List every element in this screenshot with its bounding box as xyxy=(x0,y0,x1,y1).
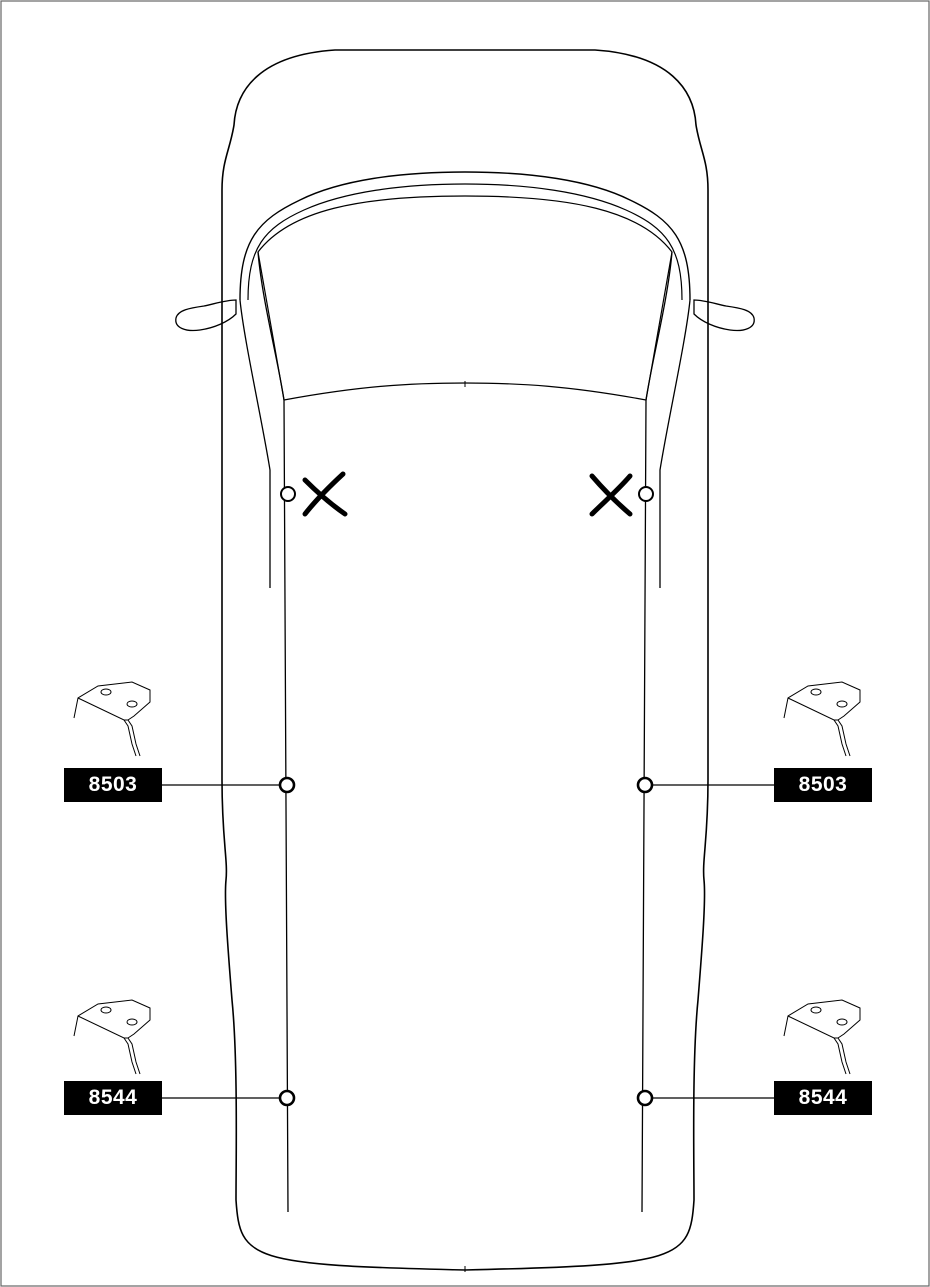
part-label-front-left: 8503 xyxy=(64,768,162,802)
cross-mark-icon xyxy=(302,471,348,517)
bracket-icon xyxy=(783,681,861,757)
part-label-rear-right: 8544 xyxy=(774,1081,872,1115)
part-label-front-right: 8503 xyxy=(774,768,872,802)
right-pillar-line xyxy=(659,299,691,588)
left-roof-rail xyxy=(257,251,289,1213)
windshield-inner-frame xyxy=(247,183,683,301)
left-pillar-line xyxy=(239,299,271,588)
windshield-glass xyxy=(257,195,673,401)
cross-mark-icon xyxy=(589,473,633,517)
vehicle-body-outline xyxy=(221,49,709,1271)
mount-point-rear-right-lower xyxy=(636,1089,654,1107)
front-right-point-excluded xyxy=(638,486,654,502)
mount-point-front-right xyxy=(636,776,654,794)
front-left-point-excluded xyxy=(280,486,296,502)
bracket-icon xyxy=(783,999,861,1075)
left-mirror xyxy=(175,299,237,332)
right-roof-rail xyxy=(641,251,673,1213)
part-label-rear-left: 8544 xyxy=(64,1081,162,1115)
bracket-icon xyxy=(73,681,151,757)
mount-point-rear-left-lower xyxy=(278,1089,296,1107)
bracket-icon xyxy=(73,999,151,1075)
mount-point-front-left xyxy=(278,776,296,794)
windshield-outer-frame xyxy=(239,171,691,301)
right-mirror xyxy=(693,299,755,332)
